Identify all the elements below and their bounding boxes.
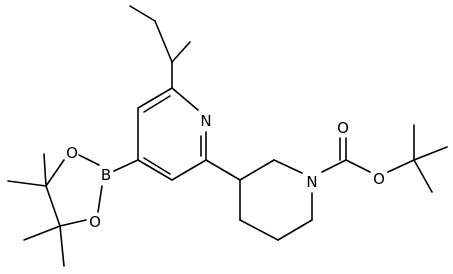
- atom-label-boronate-o-lower: O: [89, 213, 101, 231]
- bond: [137, 159, 173, 181]
- bond: [7, 180, 47, 187]
- bond: [387, 159, 415, 173]
- bond: [45, 185, 61, 227]
- bond: [143, 95, 171, 113]
- bond: [43, 153, 47, 187]
- bond: [321, 159, 347, 173]
- bond: [129, 5, 156, 22]
- bond: [23, 225, 61, 241]
- atom-label-ester-o: O: [373, 170, 385, 188]
- bond: [277, 219, 313, 241]
- bond: [413, 159, 433, 193]
- atom-label-carbonyl-o: O: [337, 119, 349, 137]
- bond: [239, 219, 279, 241]
- bond: [97, 185, 103, 213]
- boc-group: [321, 124, 448, 193]
- pinacol-boronate-group: [7, 153, 139, 267]
- bond: [78, 154, 100, 166]
- atom-labels: N B O O N O O: [66, 112, 385, 231]
- bond: [154, 20, 173, 63]
- bond: [171, 159, 207, 181]
- bond: [59, 225, 65, 267]
- bond: [113, 159, 139, 172]
- atom-label-pyridine-n: N: [200, 112, 211, 130]
- bond: [413, 146, 448, 161]
- atom-label-boron: B: [101, 166, 111, 184]
- bond: [171, 41, 191, 63]
- sec-butyl-group: [129, 5, 191, 89]
- bond: [171, 87, 199, 111]
- atom-label-piperidine-n: N: [306, 173, 317, 191]
- bond: [205, 159, 241, 181]
- bond: [273, 159, 303, 174]
- pyridine-ring: [137, 87, 207, 181]
- piperidine-ring: [205, 159, 313, 241]
- bond: [45, 159, 65, 187]
- bond: [345, 159, 371, 173]
- atom-label-boronate-o-upper: O: [66, 144, 78, 162]
- bond: [137, 87, 173, 109]
- bond: [143, 157, 171, 175]
- bond: [59, 219, 87, 227]
- bond: [239, 159, 275, 181]
